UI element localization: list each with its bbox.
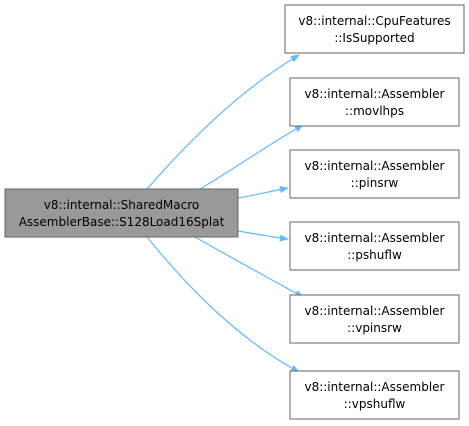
target-node-label-line1: v8::internal::CpuFeatures [298, 14, 450, 28]
target-node-label-line1: v8::internal::Assembler [304, 87, 444, 101]
edge-to-assembler-vpinsrw [194, 236, 304, 298]
target-node-label-line2: ::IsSupported [334, 31, 414, 45]
target-node-box [289, 149, 460, 199]
target-node-box [289, 221, 460, 271]
target-node-label-line1: v8::internal::Assembler [304, 380, 444, 394]
edge-to-assembler-pinsrw [237, 185, 289, 199]
target-node-label-line2: ::vpshuflw [344, 397, 406, 411]
target-node-label-line2: ::pshuflw [347, 248, 402, 262]
source-node-label-line1: v8::internal::SharedMacro [44, 198, 200, 212]
source-node-label-line2: AssemblerBase::S128Load16Splat [19, 215, 225, 229]
target-node-label-line2: ::movlhps [345, 104, 404, 118]
target-node-assembler-vpinsrw[interactable]: v8::internal::Assembler ::vpinsrw [289, 294, 460, 344]
source-node-box [4, 188, 239, 238]
edge-to-assembler-pshuflw [237, 230, 289, 242]
edge-to-assembler-vpshuflw [146, 236, 300, 373]
target-node-label-line1: v8::internal::Assembler [304, 304, 444, 318]
edge-to-assembler-movlhps [199, 124, 304, 190]
edge-to-cpufeatures-issupported [146, 54, 300, 190]
target-node-assembler-pshuflw[interactable]: v8::internal::Assembler ::pshuflw [289, 221, 460, 271]
source-node[interactable]: v8::internal::SharedMacro AssemblerBase:… [4, 188, 239, 238]
target-node-box [289, 294, 460, 344]
target-node-box [284, 4, 465, 54]
edges [146, 54, 304, 373]
target-node-label-line1: v8::internal::Assembler [304, 159, 444, 173]
target-node-cpufeatures-issupported[interactable]: v8::internal::CpuFeatures ::IsSupported [284, 4, 465, 54]
target-node-label-line2: ::vpinsrw [347, 321, 402, 335]
target-node-box [289, 77, 460, 127]
target-node-label-line1: v8::internal::Assembler [304, 231, 444, 245]
target-node-assembler-movlhps[interactable]: v8::internal::Assembler ::movlhps [289, 77, 460, 127]
target-node-label-line2: ::pinsrw [351, 176, 399, 190]
target-node-assembler-vpshuflw[interactable]: v8::internal::Assembler ::vpshuflw [289, 370, 460, 420]
target-node-assembler-pinsrw[interactable]: v8::internal::Assembler ::pinsrw [289, 149, 460, 199]
target-node-box [289, 370, 460, 420]
